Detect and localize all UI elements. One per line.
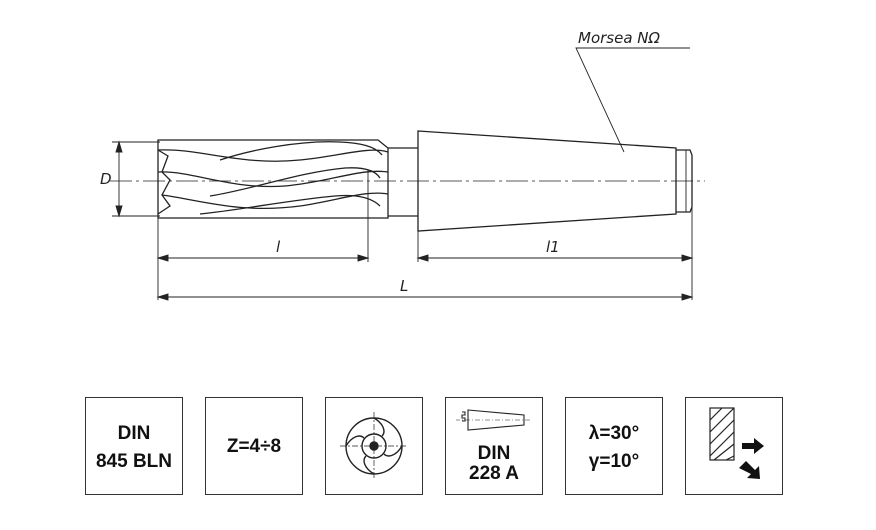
tip-facets [157,149,171,215]
callout-leader [575,47,690,153]
rake-angle: γ=10° [588,451,640,472]
din-label: DIN [117,423,151,444]
shank-standard-box: DIN 228 A [445,397,543,495]
callout-label: Morsea NΩ [578,29,661,47]
cutter-body [157,139,389,219]
dimension-l1 [416,254,694,262]
flute-6 [199,194,381,215]
dimension-L [156,293,694,301]
flute-5 [209,167,381,197]
din-standard-box: DIN 845 BLN [85,397,183,495]
helix-angle: λ=30° [588,423,640,444]
din-number: 845 BLN [95,451,173,472]
flute-4 [219,141,383,161]
flute-3 [161,192,389,210]
shank-din-label: DIN [477,443,511,464]
shank-din-number: 228 A [469,463,519,484]
tang [676,149,693,213]
cross-section-box [325,397,423,495]
angles-box: λ=30° γ=10° [565,397,663,495]
flute-1 [157,149,389,162]
dim-label-D: D [100,170,112,188]
neck [388,147,418,217]
teeth-count-label: Z=4÷8 [226,436,282,457]
dimension-l [156,254,370,262]
cross-section-icon [340,412,408,480]
flute-2 [157,170,389,188]
cutting-direction-box [685,397,783,495]
dim-label-L: L [400,277,408,295]
taper-shank [417,130,677,232]
dim-label-l: l [276,238,281,256]
dimension-D [112,140,160,218]
cutting-direction-icon [709,407,764,479]
dim-label-l1: l1 [546,238,560,256]
teeth-count-box: Z=4÷8 [205,397,303,495]
taper-shank-icon [456,409,530,431]
